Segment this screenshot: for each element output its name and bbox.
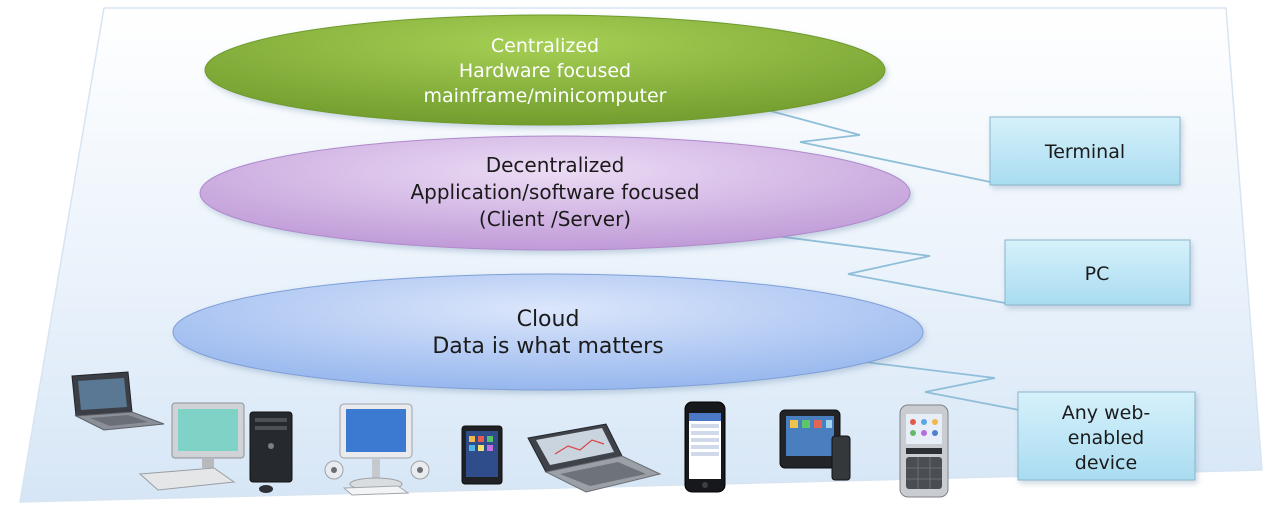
device-box-web-line-3: device — [1075, 452, 1137, 474]
device-box-terminal-rect — [989, 116, 1181, 186]
device-icons-row — [71, 371, 949, 498]
desktop-pc-icon — [138, 402, 293, 493]
era-centralized — [204, 14, 886, 126]
device-box-pc-rect — [1004, 239, 1191, 306]
era-decentralized — [199, 135, 911, 251]
era-ellipse-decentralized — [199, 135, 911, 251]
slider-phone-icon — [779, 409, 851, 481]
era-ellipse-cloud — [172, 273, 924, 391]
device-box-web-rect — [1017, 391, 1196, 481]
era-centralized-line-2: Hardware focused — [459, 60, 631, 82]
era-cloud — [172, 273, 924, 391]
connector-line-2 — [744, 231, 1006, 304]
era-ellipse-centralized — [204, 14, 886, 126]
era-cloud-line-1: Cloud — [517, 307, 580, 332]
era-decentralized-line-3: (Client /Server) — [479, 207, 631, 231]
device-box-web-line-2: enabled — [1068, 427, 1144, 449]
device-box-pc — [1004, 239, 1191, 306]
era-cloud-line-2: Data is what matters — [432, 334, 663, 359]
tablet-icon — [461, 425, 503, 485]
era-decentralized-line-1: Decentralized — [486, 153, 625, 177]
device-box-web-line-1: Any web- — [1062, 402, 1150, 424]
connector-line-3 — [847, 359, 1041, 415]
imac-icon — [324, 403, 430, 496]
laptop-icon — [71, 371, 165, 431]
netbook-icon — [527, 423, 662, 493]
smartphone-icon — [684, 401, 726, 493]
device-box-web — [1017, 391, 1196, 481]
blackberry-icon — [899, 404, 949, 498]
device-box-terminal-label: Terminal — [1044, 141, 1125, 163]
device-box-terminal — [989, 116, 1181, 186]
connector-line-1 — [684, 87, 996, 184]
era-centralized-line-1: Centralized — [491, 35, 599, 57]
era-decentralized-line-2: Application/software focused — [410, 180, 699, 204]
device-box-pc-label: PC — [1085, 263, 1110, 285]
era-centralized-line-3: mainframe/minicomputer — [424, 85, 667, 107]
